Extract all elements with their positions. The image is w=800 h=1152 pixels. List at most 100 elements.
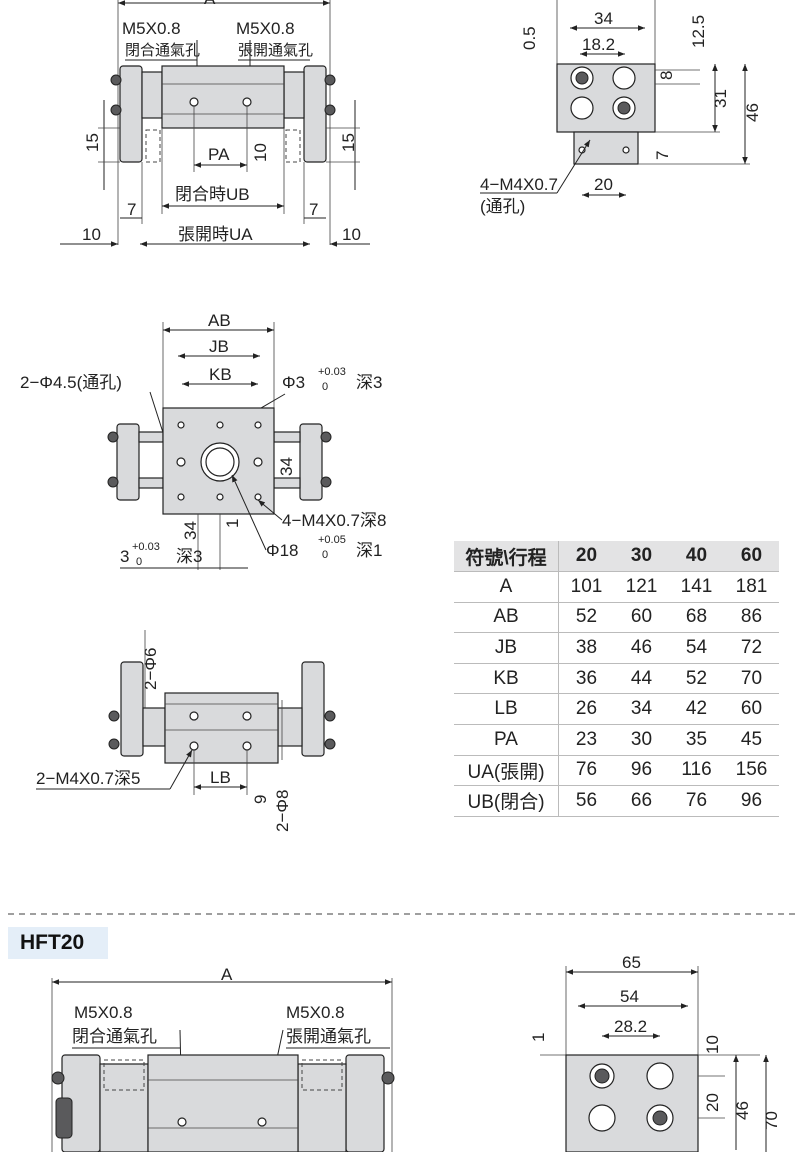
dim-phi6: 2−Φ6	[141, 648, 160, 690]
dim-10-left: 10	[82, 225, 101, 244]
port-close-hole	[189, 97, 199, 107]
middle-view: AB JB KB 2−Φ4.5(通孔) Φ3 +0.03 0 深3 34	[20, 311, 386, 570]
table-cell: 23	[558, 724, 614, 756]
table-header-cell: 40	[669, 541, 724, 572]
mid-left-jaw	[116, 423, 140, 501]
table-cell: 86	[724, 602, 779, 634]
table-cell: KB	[454, 663, 559, 695]
table-cell: 30	[614, 724, 669, 756]
hft-port-close-text: 閉合通氣孔	[72, 1027, 157, 1046]
bl-left-jaw	[120, 661, 144, 757]
table-header-cell: 符號\行程	[454, 541, 559, 572]
table-cell: PA	[454, 724, 559, 756]
right-jaw	[303, 65, 327, 163]
hft-dim-28-2: 28.2	[614, 1017, 647, 1036]
bl-thread: 2−M4X0.7深5	[36, 769, 140, 788]
table-cell: 141	[669, 571, 724, 603]
top-left-view: A M5X0.8 閉合通氣孔 M5X0.8 張開通氣孔 15	[60, 0, 370, 247]
hft-dim-1: 1	[529, 1033, 548, 1042]
table-cell: 45	[724, 724, 779, 756]
hft-port-close-thread: M5X0.8	[74, 1003, 133, 1022]
hft-end-body	[565, 1054, 699, 1152]
bore-tol-dn: 0	[322, 549, 328, 561]
table-cell: 96	[614, 755, 669, 787]
table-cell: 46	[614, 632, 669, 664]
table-cell: AB	[454, 602, 559, 634]
table-cell: UB(閉合)	[454, 785, 559, 817]
bore-pre: Φ18	[266, 541, 298, 560]
bore-tol-up: +0.05	[318, 534, 346, 546]
dim-ab: AB	[208, 311, 231, 330]
port-close-thread: M5X0.8	[122, 19, 181, 38]
thread-right: 4−M4X0.7深8	[282, 511, 386, 530]
table-cell: 35	[669, 724, 724, 756]
table-cell: 116	[669, 755, 724, 787]
table-cell: 101	[558, 571, 614, 603]
port-close-text: 閉合通氣孔	[125, 42, 200, 59]
table-cell: 38	[558, 632, 614, 664]
table-cell: 156	[724, 755, 779, 787]
dim-1: 1	[223, 519, 242, 528]
dim-12-5: 12.5	[689, 15, 708, 48]
dim-9: 9	[251, 795, 270, 804]
bl-body	[164, 692, 279, 764]
dim-7-right: 7	[309, 200, 318, 219]
hft20-title: HFT20	[8, 927, 108, 959]
dim-34: 34	[594, 9, 613, 28]
pin-bot-tol-up: +0.03	[132, 541, 160, 553]
table-cell: 68	[669, 602, 724, 634]
hft-dim-65: 65	[622, 953, 641, 972]
dim-34-bottom: 34	[181, 521, 200, 540]
hft-port-open-text: 張開通氣孔	[286, 1027, 371, 1046]
table-cell: JB	[454, 632, 559, 664]
hole-thread: 4−M4X0.7	[480, 175, 558, 194]
port-bottom-left	[570, 96, 594, 120]
label-a: A	[204, 0, 216, 8]
hft20-left-view: A M5X0.8 閉合通氣孔 M5X0.8 張開通氣孔	[51, 965, 395, 1152]
dim-18-2: 18.2	[582, 35, 615, 54]
dim-20: 20	[594, 175, 613, 194]
hft-dim-20: 20	[703, 1093, 722, 1112]
dim-0-5: 0.5	[520, 26, 539, 50]
hft-port-open-thread: M5X0.8	[286, 1003, 345, 1022]
table-cell: LB	[454, 693, 559, 725]
dim-7: 7	[653, 151, 672, 160]
port-open-text: 張開通氣孔	[238, 42, 313, 59]
right-bolt-bottom	[324, 104, 336, 116]
dim-ub: 閉合時UB	[175, 185, 250, 204]
dim-ua: 張開時UA	[178, 225, 253, 244]
table-cell: UA(張開)	[454, 755, 559, 787]
hft-dim-70: 70	[762, 1111, 781, 1130]
table-cell: 70	[724, 663, 779, 695]
table-cell: 76	[558, 755, 614, 787]
table-cell: 60	[724, 693, 779, 725]
hft-label-a: A	[221, 965, 233, 984]
hft-dim-54: 54	[620, 987, 639, 1006]
table-cell: 96	[724, 785, 779, 817]
dim-pa: PA	[208, 145, 230, 164]
mid-right-jaw	[299, 423, 323, 501]
left-jaw	[119, 65, 143, 163]
table-cell: 181	[724, 571, 779, 603]
pin-top-pre: Φ3	[282, 373, 305, 392]
dim-kb: KB	[209, 365, 232, 384]
table-header-row: 符號\行程 20 30 40 60	[454, 541, 779, 572]
table-cell: 60	[614, 602, 669, 634]
body	[161, 65, 285, 129]
dim-10-mid: 10	[251, 143, 270, 162]
table-cell: 26	[558, 693, 614, 725]
bl-right-jaw	[301, 661, 325, 757]
table-cell: 76	[669, 785, 724, 817]
port-open-thread: M5X0.8	[236, 19, 295, 38]
hft-dim-46: 46	[733, 1101, 752, 1120]
port-open-hole	[242, 97, 252, 107]
hft20-right-view: 65 54 28.2 1 10 20 46 70	[529, 953, 781, 1152]
hft-dim-10: 10	[703, 1035, 722, 1054]
table-cell: 72	[724, 632, 779, 664]
